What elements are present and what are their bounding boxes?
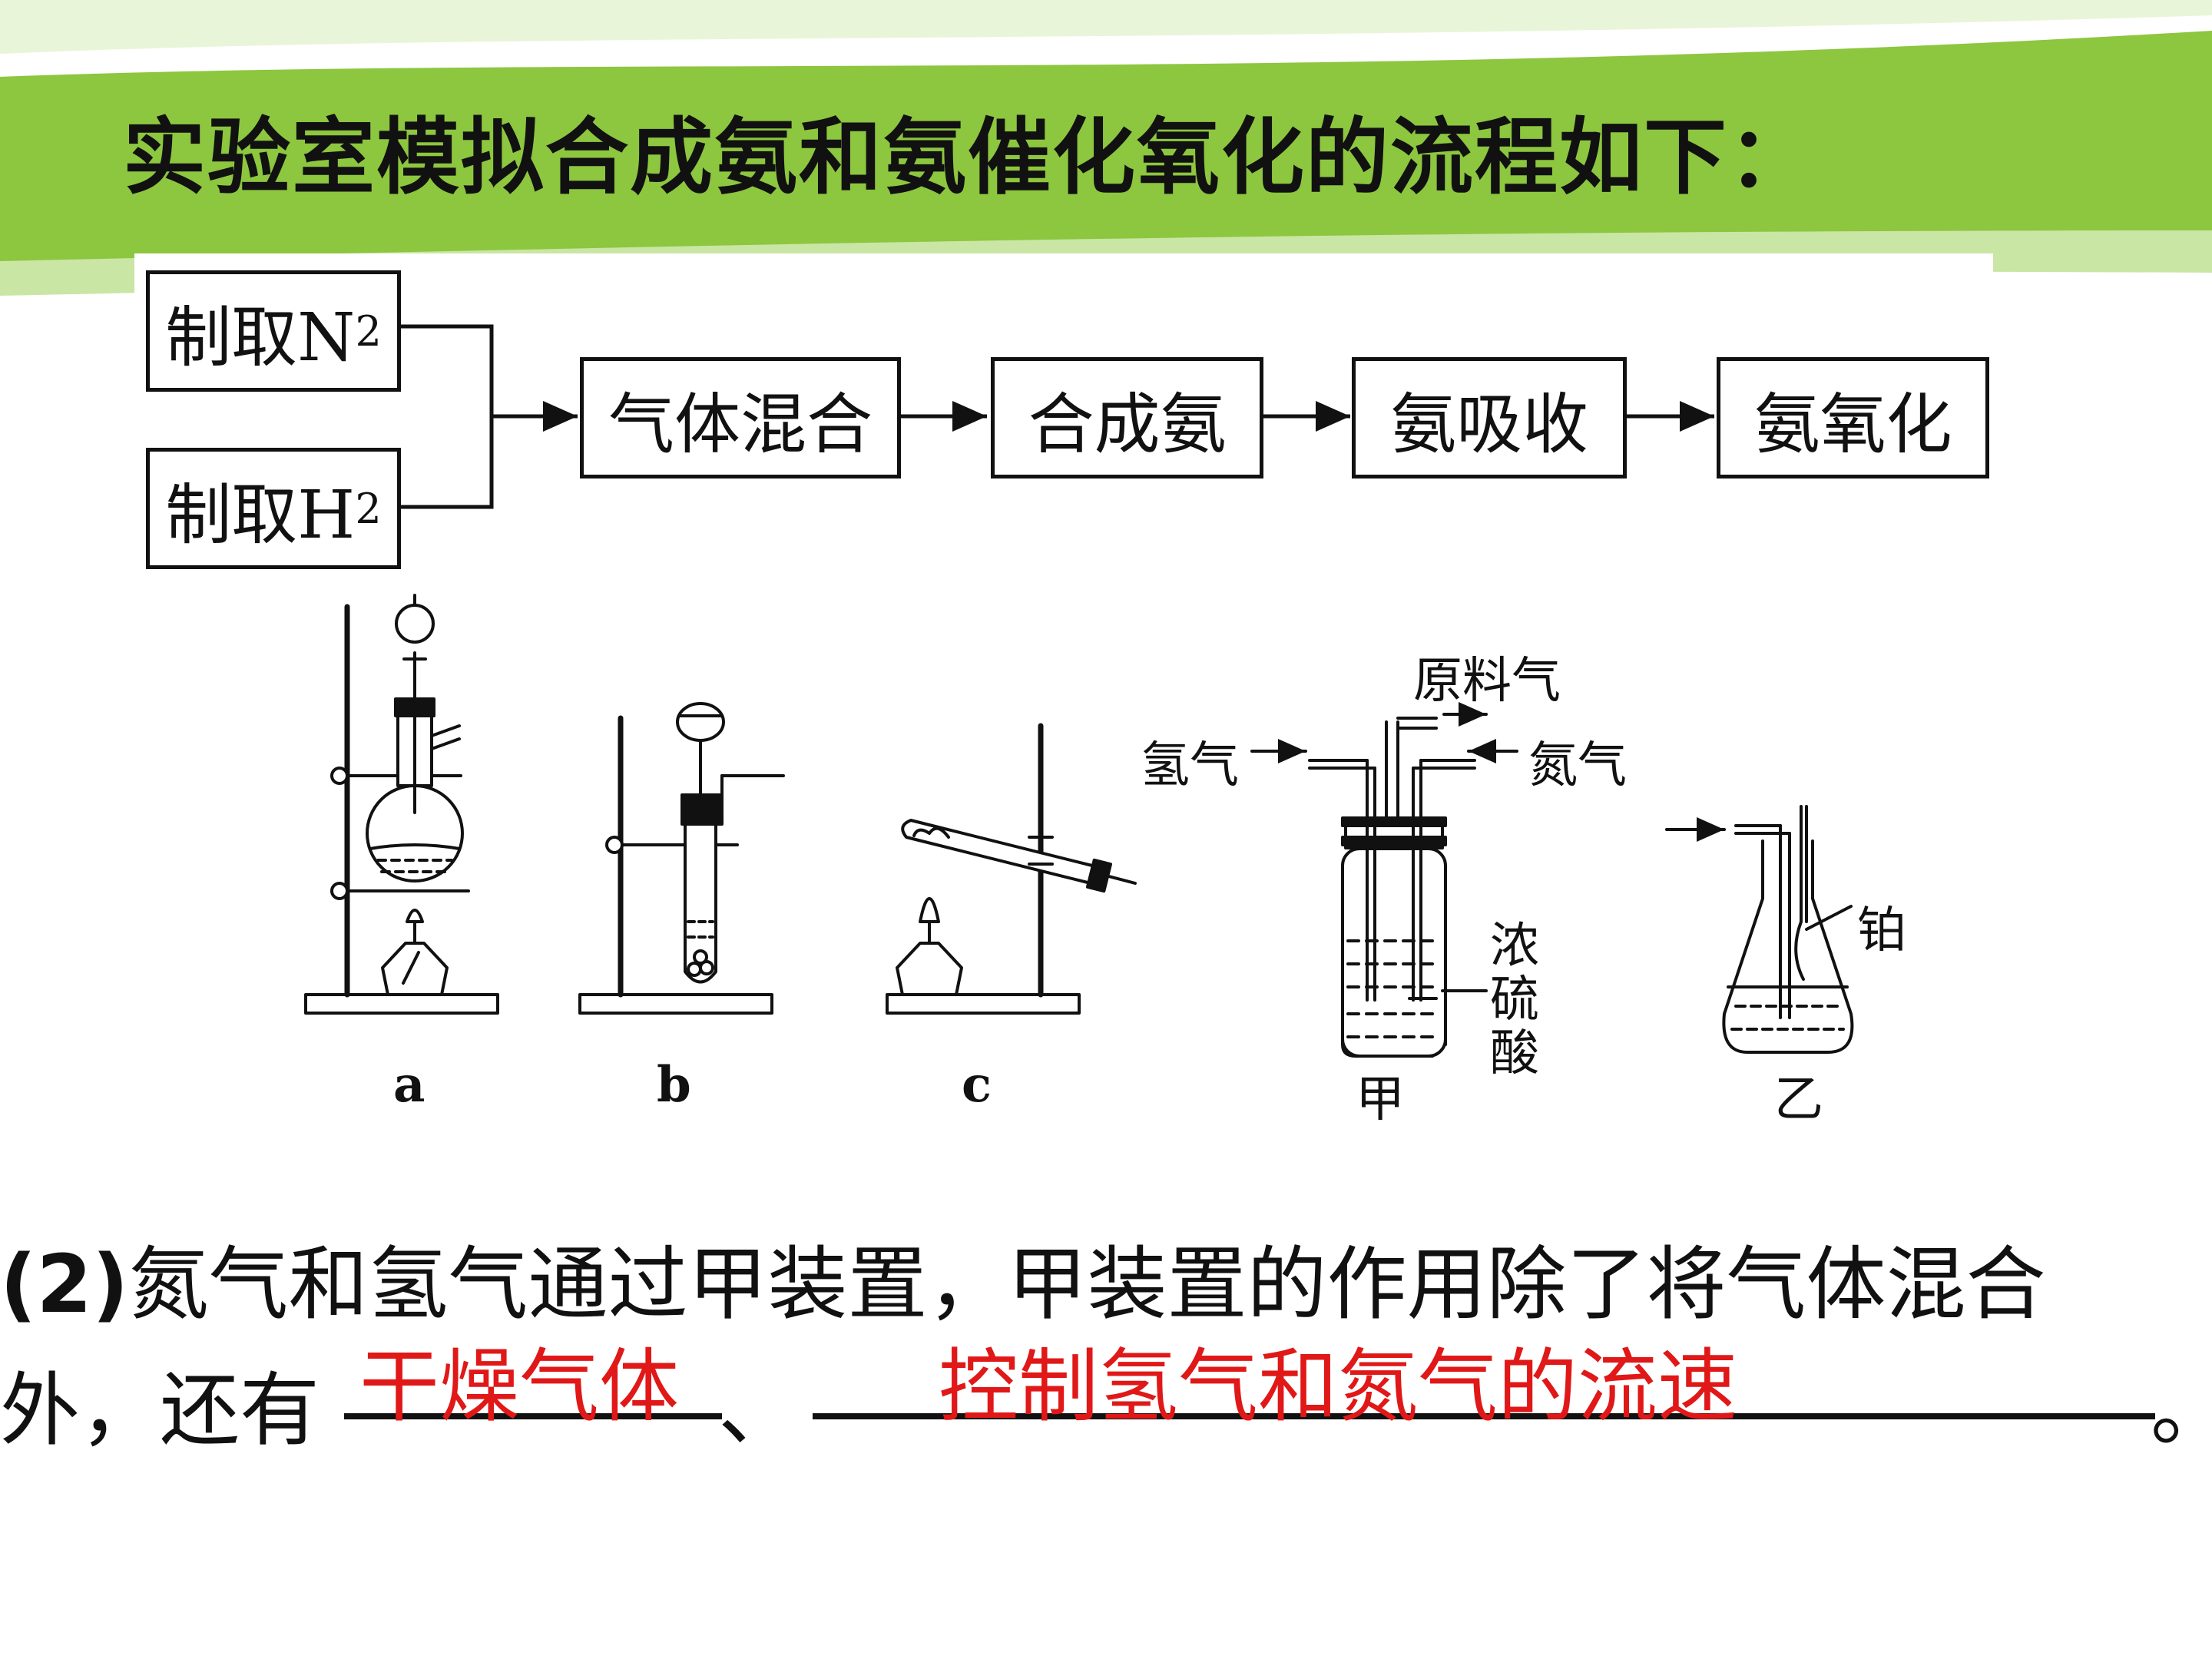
answer-2-text: 控制氢气和氮气的流速 [939,1339,1738,1433]
answer-blank-2[interactable] [813,1413,2155,1419]
raw-gas-label: 原料气 [1413,653,1561,710]
apparatus-jia-label: 甲 [1356,1071,1405,1128]
question-text: (2)氮气和氢气通过甲装置，甲装置的作用除了将气体混合 外，还有、。 [0,1221,2212,1473]
page-title: 实验室模拟合成氨和氨催化氧化的流程如下： [123,110,1813,206]
apparatus-yi-label: 乙 [1774,1071,1823,1128]
question-number: (2) [0,1237,129,1331]
apparatus-a-label: a [393,1056,426,1114]
answer-blank-1[interactable] [344,1413,722,1419]
flow-box-ammonia-absorption: 氨吸收 [1352,357,1627,478]
nitrogen-label: 氮气 [1528,737,1627,794]
apparatus-c-label: c [962,1056,992,1114]
flow-box-gas-mixing: 气体混合 [580,357,901,478]
flow-box-ammonia-oxidation: 氨氧化 [1717,357,1989,478]
apparatus-jia-illustration [1250,702,1518,1058]
question-line-1: (2)氮气和氢气通过甲装置，甲装置的作用除了将气体混合 [0,1237,2046,1331]
apparatus-a-illustration [304,594,499,1015]
apparatus-c-illustration [886,723,1137,1015]
hydrogen-label: 氢气 [1141,737,1239,794]
title-banner [0,0,2212,307]
apparatus-b-illustration [578,702,785,1015]
conc-acid-label-3: 酸 [1490,1025,1539,1082]
answer-1-text: 干燥气体 [359,1339,680,1433]
question-line-2: 外，还有、。 [0,1363,2212,1457]
platinum-label: 铂 [1857,902,1906,959]
conc-acid-label-2: 硫 [1490,972,1539,1028]
conc-acid-label-1: 浓 [1490,918,1539,975]
apparatus-illustrations [304,594,1854,1058]
apparatus-b-label: b [657,1056,691,1114]
apparatus-yi-illustration [1665,805,1854,1054]
flow-box-ammonia-synthesis: 合成氨 [991,357,1263,478]
flowchart-connectors [399,324,1714,509]
